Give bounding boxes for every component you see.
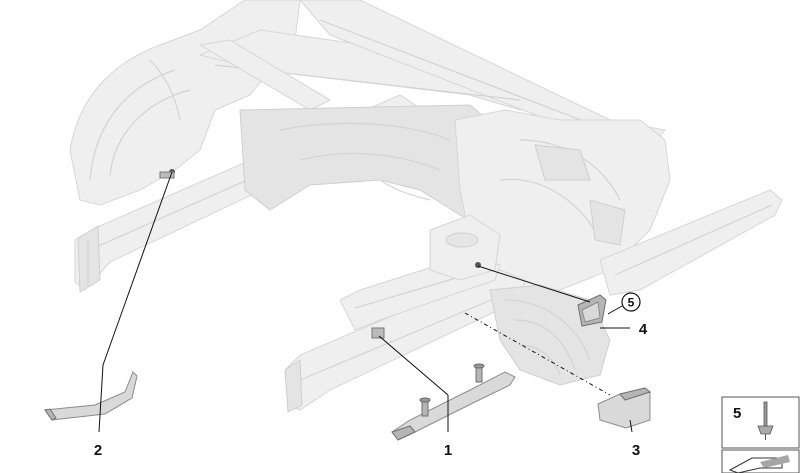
legend-panel: 5 [721,396,800,449]
legend-label: 5 [733,405,741,422]
callout-4: 4 [639,321,648,338]
callout-5: 5 [628,296,635,310]
next-arrow-icon [728,455,790,473]
part-2-strip [44,371,138,421]
screw-rivet-icon [757,401,774,440]
callout-5-circle: 5 [621,292,641,312]
part-4-plate [577,294,607,327]
leader-lines [98,171,633,433]
vehicle-front-structure [69,0,783,413]
part-1-bracket [391,363,516,441]
callout-2: 2 [94,442,102,459]
part-3-bracket [597,387,652,429]
next-page-button[interactable] [721,449,800,473]
callout-3: 3 [632,442,640,459]
callout-1: 1 [444,442,452,459]
